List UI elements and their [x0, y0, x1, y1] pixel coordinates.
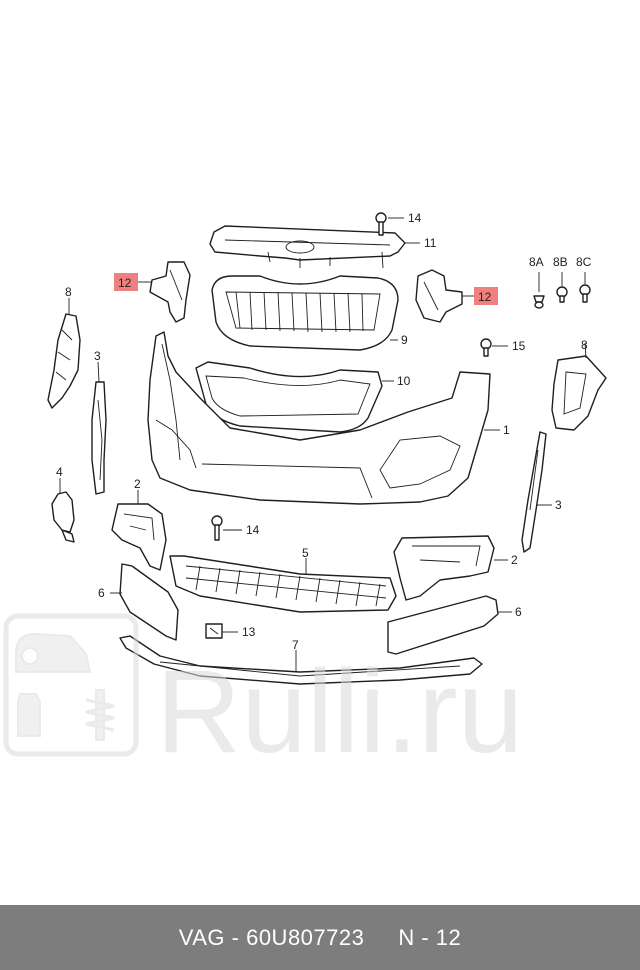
callout-3-right: 3 [555, 498, 562, 512]
page-reference: N - 12 [398, 924, 462, 950]
part-number: VAG - 60U807723 [178, 924, 365, 950]
part-9-grille [211, 275, 399, 351]
part-4-tow-cover [51, 491, 75, 543]
callout-9: 9 [401, 333, 408, 347]
part-2-bracket-left [111, 503, 167, 571]
callout-12-right: 12 [478, 290, 492, 304]
part-3-guide-left [91, 381, 107, 495]
callout-5: 5 [302, 546, 309, 560]
callout-10: 10 [397, 374, 411, 388]
part-11-upper-trim [209, 225, 406, 269]
callout-8-right: 8 [581, 338, 588, 352]
part-8-bracket-right [551, 355, 607, 431]
callout-11: 11 [424, 236, 437, 250]
screw-15 [480, 338, 492, 357]
fastener-8C [579, 272, 591, 303]
screw-14-mid [211, 515, 223, 541]
part-12-bracket-left [149, 261, 191, 323]
callout-8C: 8C [576, 255, 592, 269]
part-6-strip-right [387, 595, 499, 655]
callout-14-top: 14 [408, 211, 422, 225]
callout-12-left: 12 [118, 276, 132, 290]
part-2-bracket-right [393, 535, 495, 601]
callout-6-right: 6 [515, 605, 522, 619]
part-8-bracket-left [47, 313, 81, 409]
callout-8B: 8B [553, 255, 568, 269]
fastener-8B [556, 272, 568, 303]
callout-7: 7 [292, 638, 299, 652]
callout-4: 4 [56, 465, 63, 479]
part-6-strip-left [119, 563, 179, 641]
callout-6-left: 6 [98, 586, 105, 600]
callout-13: 13 [242, 625, 256, 639]
callout-14-mid: 14 [246, 523, 260, 537]
callout-8A: 8A [529, 255, 544, 269]
callout-12-left-highlight [114, 273, 138, 291]
parts-diagram: 11 14 9 12 12 8A 8B [47, 211, 607, 685]
callout-2-right: 2 [511, 553, 518, 567]
part-7-spoiler [119, 635, 483, 685]
part-12-bracket-right [415, 269, 463, 323]
footer-bar: VAG - 60U807723 N - 12 [0, 905, 640, 970]
callout-3-left: 3 [94, 349, 101, 363]
screw-14-top [375, 212, 387, 236]
callout-1: 1 [503, 423, 510, 437]
fastener-8A [533, 272, 545, 309]
part-13-clip [205, 623, 223, 639]
callout-2-left: 2 [134, 477, 141, 491]
callout-15: 15 [512, 339, 526, 353]
callout-12-right-highlight [474, 287, 498, 305]
part-5-lower-grille [169, 555, 397, 613]
callout-8-left: 8 [65, 285, 72, 299]
part-1-bumper-cover [147, 331, 491, 505]
part-3-guide-right [521, 431, 547, 553]
